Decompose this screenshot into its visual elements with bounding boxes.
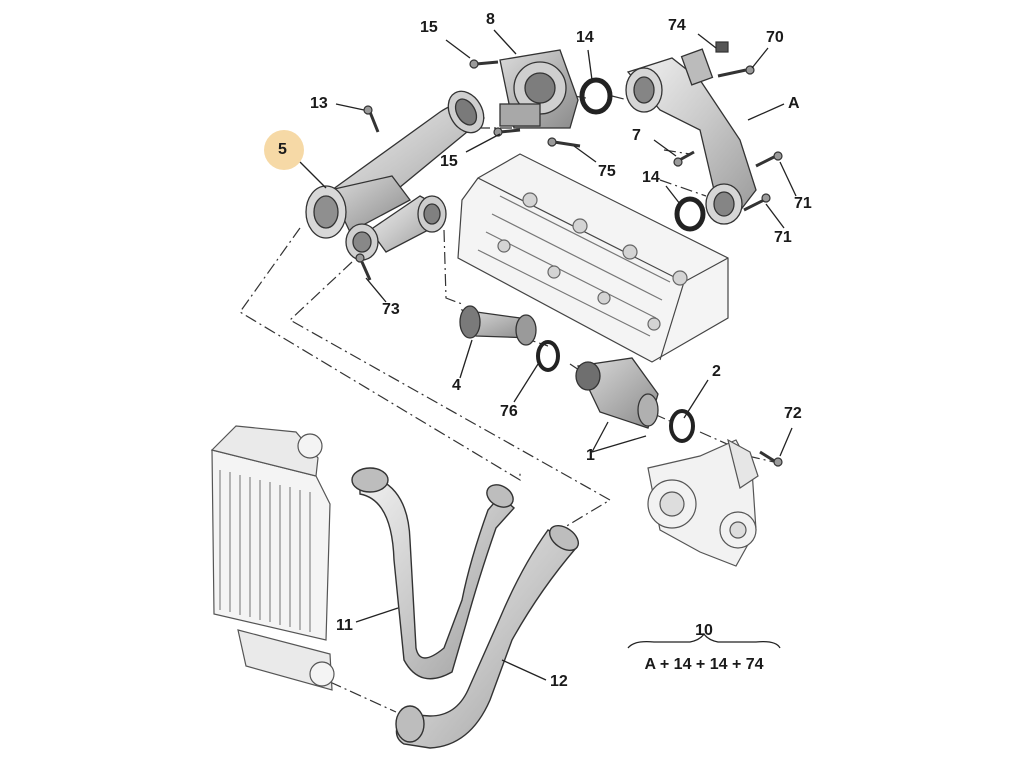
callout-1-connector: 1 <box>586 447 595 464</box>
callout-12-hose: 12 <box>550 673 568 690</box>
callout-8-throttle-body: 8 <box>486 11 495 28</box>
coupling-sleeve-part <box>459 305 537 346</box>
callout-7-stud: 7 <box>632 127 641 144</box>
callout-75-bolt: 75 <box>598 163 616 180</box>
highlight-circle <box>264 130 304 170</box>
intake-pipe-part <box>305 90 485 261</box>
intercooler <box>210 425 335 691</box>
turbo-connector-part <box>575 357 659 429</box>
callout-5-intake-pipe: 5 <box>278 141 287 158</box>
fasteners <box>355 41 783 467</box>
kit-contents: A + 14 + 14 + 74 <box>644 656 764 673</box>
manifold-elbow-part <box>625 48 757 225</box>
charge-hose-11 <box>351 467 516 680</box>
callout-73-bolt: 73 <box>382 301 400 318</box>
callout-76-clamp: 76 <box>500 403 518 420</box>
callout-70-bolt: 70 <box>766 29 784 46</box>
callout-2-seal: 2 <box>712 363 721 380</box>
charge-hose-12 <box>395 524 580 749</box>
callout-74-sensor: 74 <box>668 17 686 34</box>
callout-14-o-ring-top: 14 <box>576 29 594 46</box>
turbocharger <box>647 438 759 567</box>
callout-15-bolt: 15 <box>420 19 438 36</box>
throttle-body-part <box>499 49 579 129</box>
callout-71-bolt-upper: 71 <box>794 195 812 212</box>
callout-13-screw: 13 <box>310 95 328 112</box>
kit-contents-legend: 10 A + 14 + 14 + 74 <box>622 622 786 674</box>
callout-A-manifold: A <box>788 95 800 112</box>
callout-14-o-ring-lower: 14 <box>642 169 660 186</box>
callout-71-bolt-lower: 71 <box>774 229 792 246</box>
callout-4-sleeve: 4 <box>452 377 461 394</box>
cylinder-head <box>457 153 729 363</box>
callout-11-hose: 11 <box>336 617 353 634</box>
kit-number: 10 <box>695 622 713 639</box>
callout-15-bolt-lower: 15 <box>440 153 458 170</box>
callout-72-bolt: 72 <box>784 405 802 422</box>
o-ring-seals <box>536 77 706 443</box>
leader-lines <box>299 29 797 681</box>
